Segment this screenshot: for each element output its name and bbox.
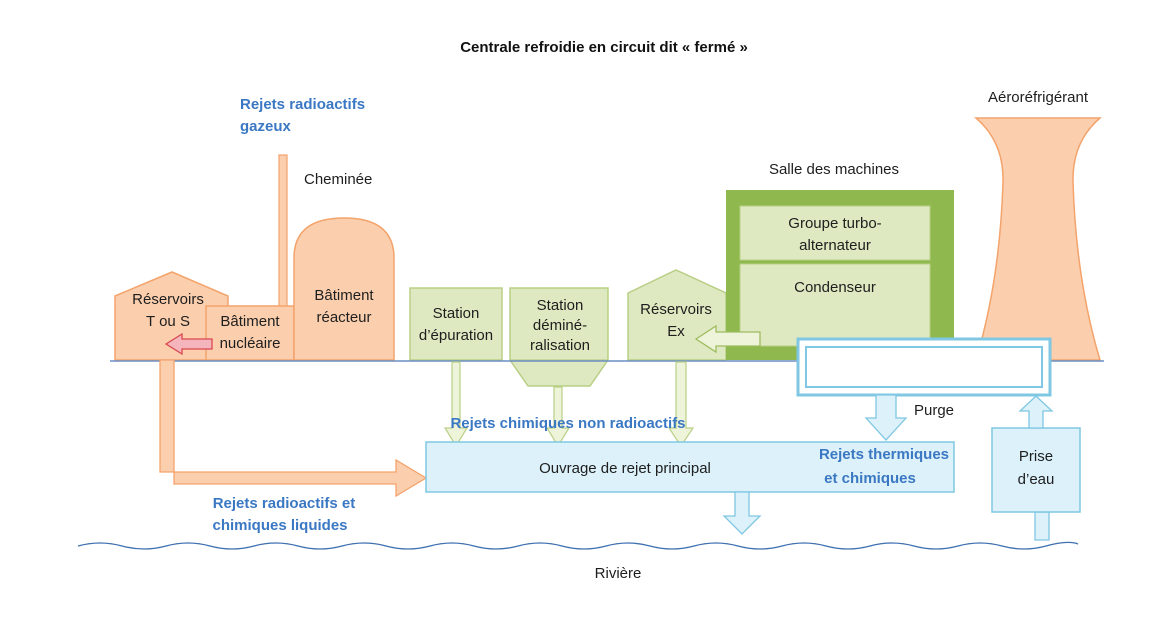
purification-station-label-line2: d’épuration — [419, 327, 493, 344]
condenser — [739, 263, 931, 347]
tanks-ex-discharge-arrow-icon — [667, 361, 695, 448]
demineralisation-discharge-arrow-icon — [545, 386, 571, 448]
chimney — [278, 154, 288, 309]
river-label: Rivière — [595, 565, 642, 582]
purification-station — [409, 287, 503, 361]
water-intake — [991, 427, 1081, 513]
turbo-group-label-line1: Groupe turbo- — [788, 215, 881, 232]
nuclear-building-label-line2: nucléaire — [220, 335, 281, 352]
main-outfall — [425, 441, 955, 493]
cooling-tower — [973, 117, 1103, 361]
chemical-releases-label: Rejets chimiques non radioactifs — [450, 415, 685, 432]
tanks-t-s-label-line2: T ou S — [146, 313, 190, 330]
main-outfall-label: Ouvrage de rejet principal — [539, 460, 711, 477]
turbo-generator-group — [739, 205, 931, 261]
purification-discharge-arrow-icon — [443, 361, 469, 448]
thermal-releases-label-line1: Rejets thermiques — [819, 446, 949, 463]
condenser-label: Condenseur — [794, 279, 876, 296]
demineralisation-label-line1: Station — [537, 297, 584, 314]
reactor-building-label-line1: Bâtiment — [314, 287, 374, 304]
reactor-building — [293, 217, 395, 361]
tanks-t-s-label-line1: Réservoirs — [132, 291, 204, 308]
tanks-ex-label-line1: Réservoirs — [640, 301, 712, 318]
demineralisation-label-line2: déminé- — [533, 317, 587, 334]
liquid-release-pipe-arrow-icon — [159, 359, 428, 498]
chimney-label: Cheminée — [304, 171, 372, 188]
cooling-circuit-inner — [805, 346, 1043, 388]
cooling-tower-label: Aéroréfrigérant — [988, 89, 1089, 106]
nuclear-building-label-line1: Bâtiment — [220, 313, 280, 330]
tanks-ex-label-line2: Ex — [667, 323, 685, 340]
demineralisation-label-line3: ralisation — [530, 337, 590, 354]
gas-releases-label-line1: Rejets radioactifs — [240, 96, 365, 113]
liquid-releases-label-line1: Rejets radioactifs et — [213, 495, 356, 512]
machine-hall-label: Salle des machines — [769, 161, 899, 178]
gas-releases-label-line2: gazeux — [240, 118, 292, 135]
water-intake-up-arrow-icon — [1018, 395, 1054, 429]
thermal-releases-label-line2: et chimiques — [824, 470, 916, 487]
purification-station-label-line1: Station — [433, 305, 480, 322]
condenser-to-tanks-arrow-icon — [694, 324, 761, 354]
river-line — [77, 541, 1079, 550]
turbo-group-label-line2: alternateur — [799, 237, 871, 254]
purge-label: Purge — [914, 402, 954, 419]
water-intake-pipe — [1034, 511, 1050, 541]
transfer-arrow-icon — [164, 332, 213, 356]
reactor-building-label-line2: réacteur — [316, 309, 371, 326]
liquid-releases-label-line2: chimiques liquides — [212, 517, 347, 534]
purge-arrow-icon — [864, 394, 908, 441]
water-intake-label-line1: Prise — [1019, 448, 1053, 465]
outfall-to-river-arrow-icon — [722, 491, 762, 535]
water-intake-label-line2: d’eau — [1018, 471, 1055, 488]
diagram-title: Centrale refroidie en circuit dit « ferm… — [460, 39, 748, 56]
